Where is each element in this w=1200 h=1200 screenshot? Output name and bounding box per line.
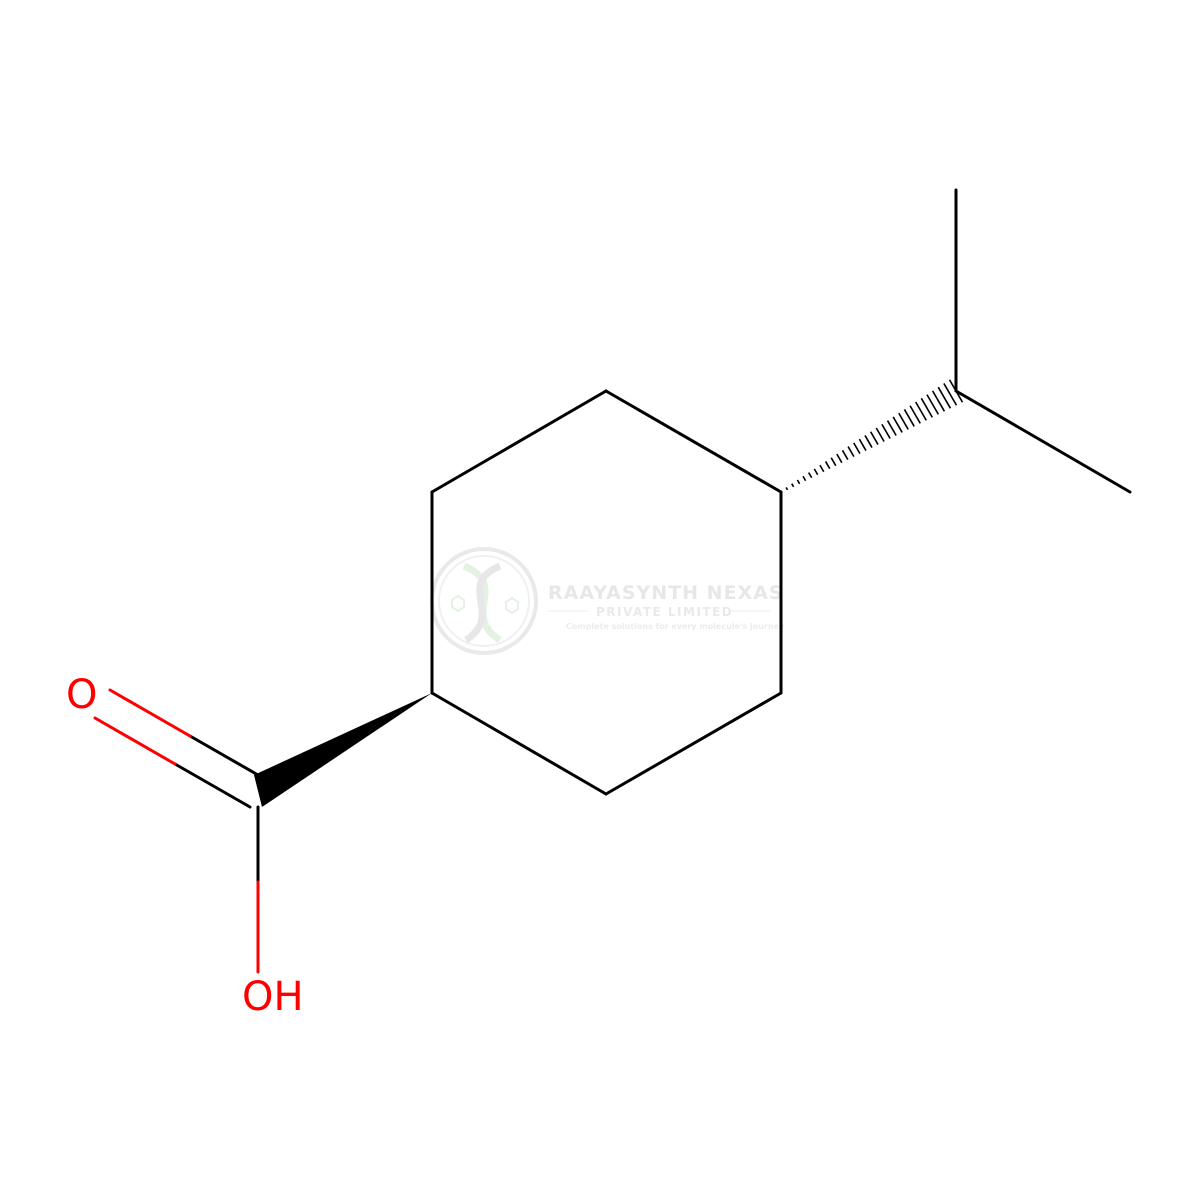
carbonyl-bond-inner [93, 716, 177, 766]
ring-bond [430, 691, 608, 796]
carbonyl-bond-outer [108, 688, 192, 738]
hash-stripe [926, 394, 940, 415]
carbonyl-oxygen-label: O [66, 672, 97, 718]
watermark: RAAYASYNTH NEXAS PRIVATE LIMITED Complet… [430, 547, 785, 655]
watermark-subtitle: PRIVATE LIMITED [596, 605, 733, 619]
hash-stripe [886, 420, 897, 436]
carbonyl-bond-outer [188, 734, 260, 777]
hash-stripe [830, 457, 837, 467]
hash-stripe [779, 490, 783, 494]
solid-wedge-bond [254, 693, 432, 807]
watermark-company: RAAYASYNTH NEXAS [548, 582, 784, 604]
hash-stripe [920, 397, 934, 418]
methyl-bond-right [954, 389, 1132, 494]
cyclohexane-ring [430, 389, 783, 796]
ring-bond [430, 389, 608, 494]
hash-stripe [909, 405, 921, 424]
hash-stripe [836, 453, 843, 464]
hash-stripe [875, 427, 885, 442]
hash-stripe [796, 479, 801, 485]
hashed-wedge-bond [779, 379, 964, 494]
hash-stripe [858, 438, 867, 451]
hash-stripe [824, 461, 831, 470]
hash-stripe [802, 475, 807, 482]
carbonyl-bond-inner [173, 762, 252, 809]
carboxylic-acid-group: O OH [66, 672, 432, 1020]
hash-stripe [847, 446, 855, 458]
hash-stripe [819, 464, 825, 473]
ring-bond [604, 389, 783, 494]
hash-stripe [915, 401, 927, 421]
watermark-tagline: Complete solutions for every molecule's … [566, 622, 785, 631]
hash-stripe [807, 472, 813, 479]
hash-stripe [841, 449, 849, 461]
isopropyl-group [779, 188, 1132, 494]
hash-stripe [864, 435, 873, 448]
hash-stripe [937, 386, 952, 409]
hydroxyl-label: OH [242, 974, 304, 1020]
hash-stripe [903, 409, 915, 427]
hash-stripe [869, 431, 879, 445]
hash-stripe [881, 423, 891, 439]
hash-stripe [853, 442, 861, 455]
watermark-logo [430, 547, 538, 655]
hash-stripe [791, 483, 795, 488]
hash-stripe [931, 390, 946, 412]
hash-stripe [813, 468, 819, 476]
hash-stripe [785, 487, 789, 491]
ring-bond [604, 691, 783, 796]
hash-stripe [943, 383, 958, 406]
hash-stripe [892, 416, 903, 433]
hash-stripe [898, 412, 909, 430]
